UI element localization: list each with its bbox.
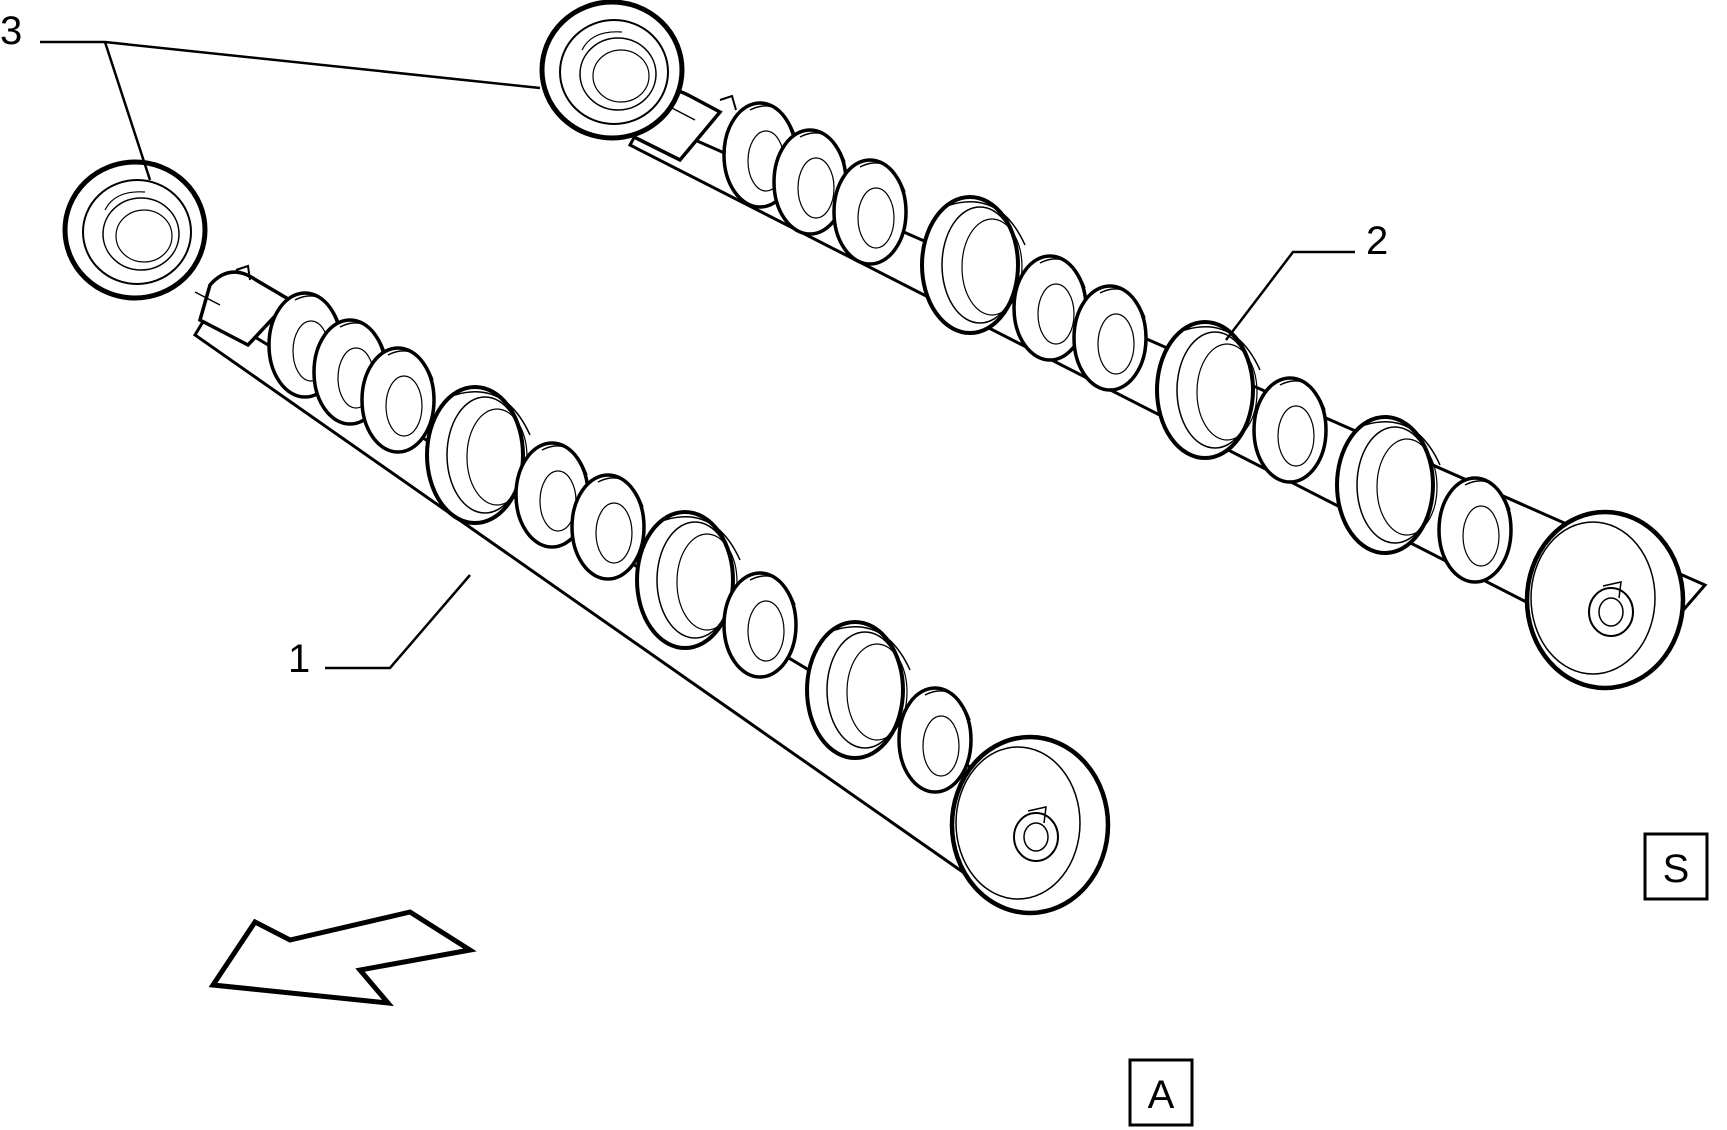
direction-arrow-icon: [208, 909, 477, 1007]
camshaft-1: [192, 264, 1108, 913]
leader-3: [40, 40, 541, 181]
svg-text:A: A: [1148, 1073, 1175, 1117]
bearing-lower: [65, 162, 205, 298]
leader-1: [325, 574, 471, 670]
view-label-a: A: [1128, 1058, 1194, 1127]
bearing-upper: [542, 2, 682, 138]
bearing-lower-connector: [194, 291, 221, 306]
view-label-s: S: [1643, 832, 1709, 901]
callout-3: 3: [0, 9, 22, 53]
leader-2: [1225, 250, 1355, 341]
svg-text:S: S: [1663, 847, 1690, 891]
bearing-upper-connector: [671, 107, 696, 121]
callout-2: 2: [1366, 219, 1388, 263]
callout-1: 1: [288, 637, 310, 681]
